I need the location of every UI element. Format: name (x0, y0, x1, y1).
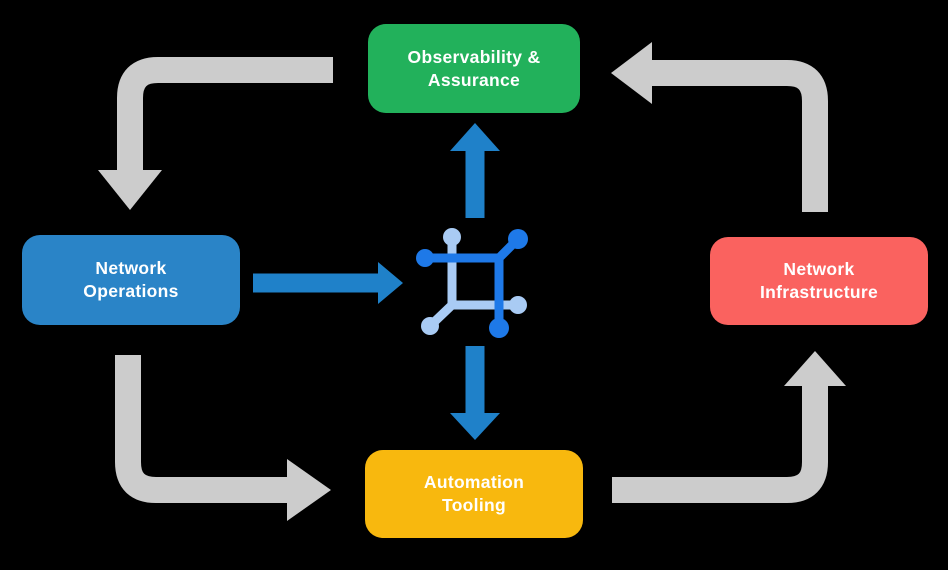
arrow-operations-to-automation-head (287, 459, 331, 521)
arrow-infrastructure-to-assurance-head (611, 42, 652, 104)
arrow-hub-to-automation (450, 346, 500, 440)
arrow-automation-to-infrastructure (612, 351, 846, 503)
arrow-assurance-to-operations-shaft (117, 57, 333, 172)
arrow-hub-to-automation-head (450, 413, 500, 440)
arrow-automation-to-infrastructure-head (784, 351, 846, 386)
arrow-infrastructure-to-assurance-shaft (652, 60, 828, 212)
arrow-operations-to-hub-head (378, 262, 403, 304)
arrow-assurance-to-operations-head (98, 170, 162, 210)
arrow-operations-to-automation-shaft (115, 355, 287, 503)
node-network-operations-label: Network Operations (83, 258, 179, 301)
arrow-hub-to-assurance (450, 123, 500, 218)
arrow-assurance-to-operations (98, 57, 333, 210)
node-automation-tooling: Automation Tooling (365, 450, 583, 538)
node-network-operations: Network Operations (22, 235, 240, 325)
network-mesh-icon (416, 228, 528, 338)
node-observability-assurance-label: Observability & Assurance (407, 46, 541, 90)
arrow-hub-to-assurance-head (450, 123, 500, 151)
node-observability-assurance: Observability & Assurance (368, 24, 580, 113)
node-network-infrastructure: Network Infrastructure (710, 237, 928, 325)
arrow-infrastructure-to-assurance (611, 42, 828, 212)
node-automation-tooling-label: Automation Tooling (423, 472, 525, 515)
arrow-operations-to-hub (253, 262, 403, 304)
arrow-automation-to-infrastructure-shaft (612, 386, 828, 503)
node-network-infrastructure-label: Network Infrastructure (760, 259, 878, 302)
arrow-operations-to-automation (115, 355, 331, 521)
